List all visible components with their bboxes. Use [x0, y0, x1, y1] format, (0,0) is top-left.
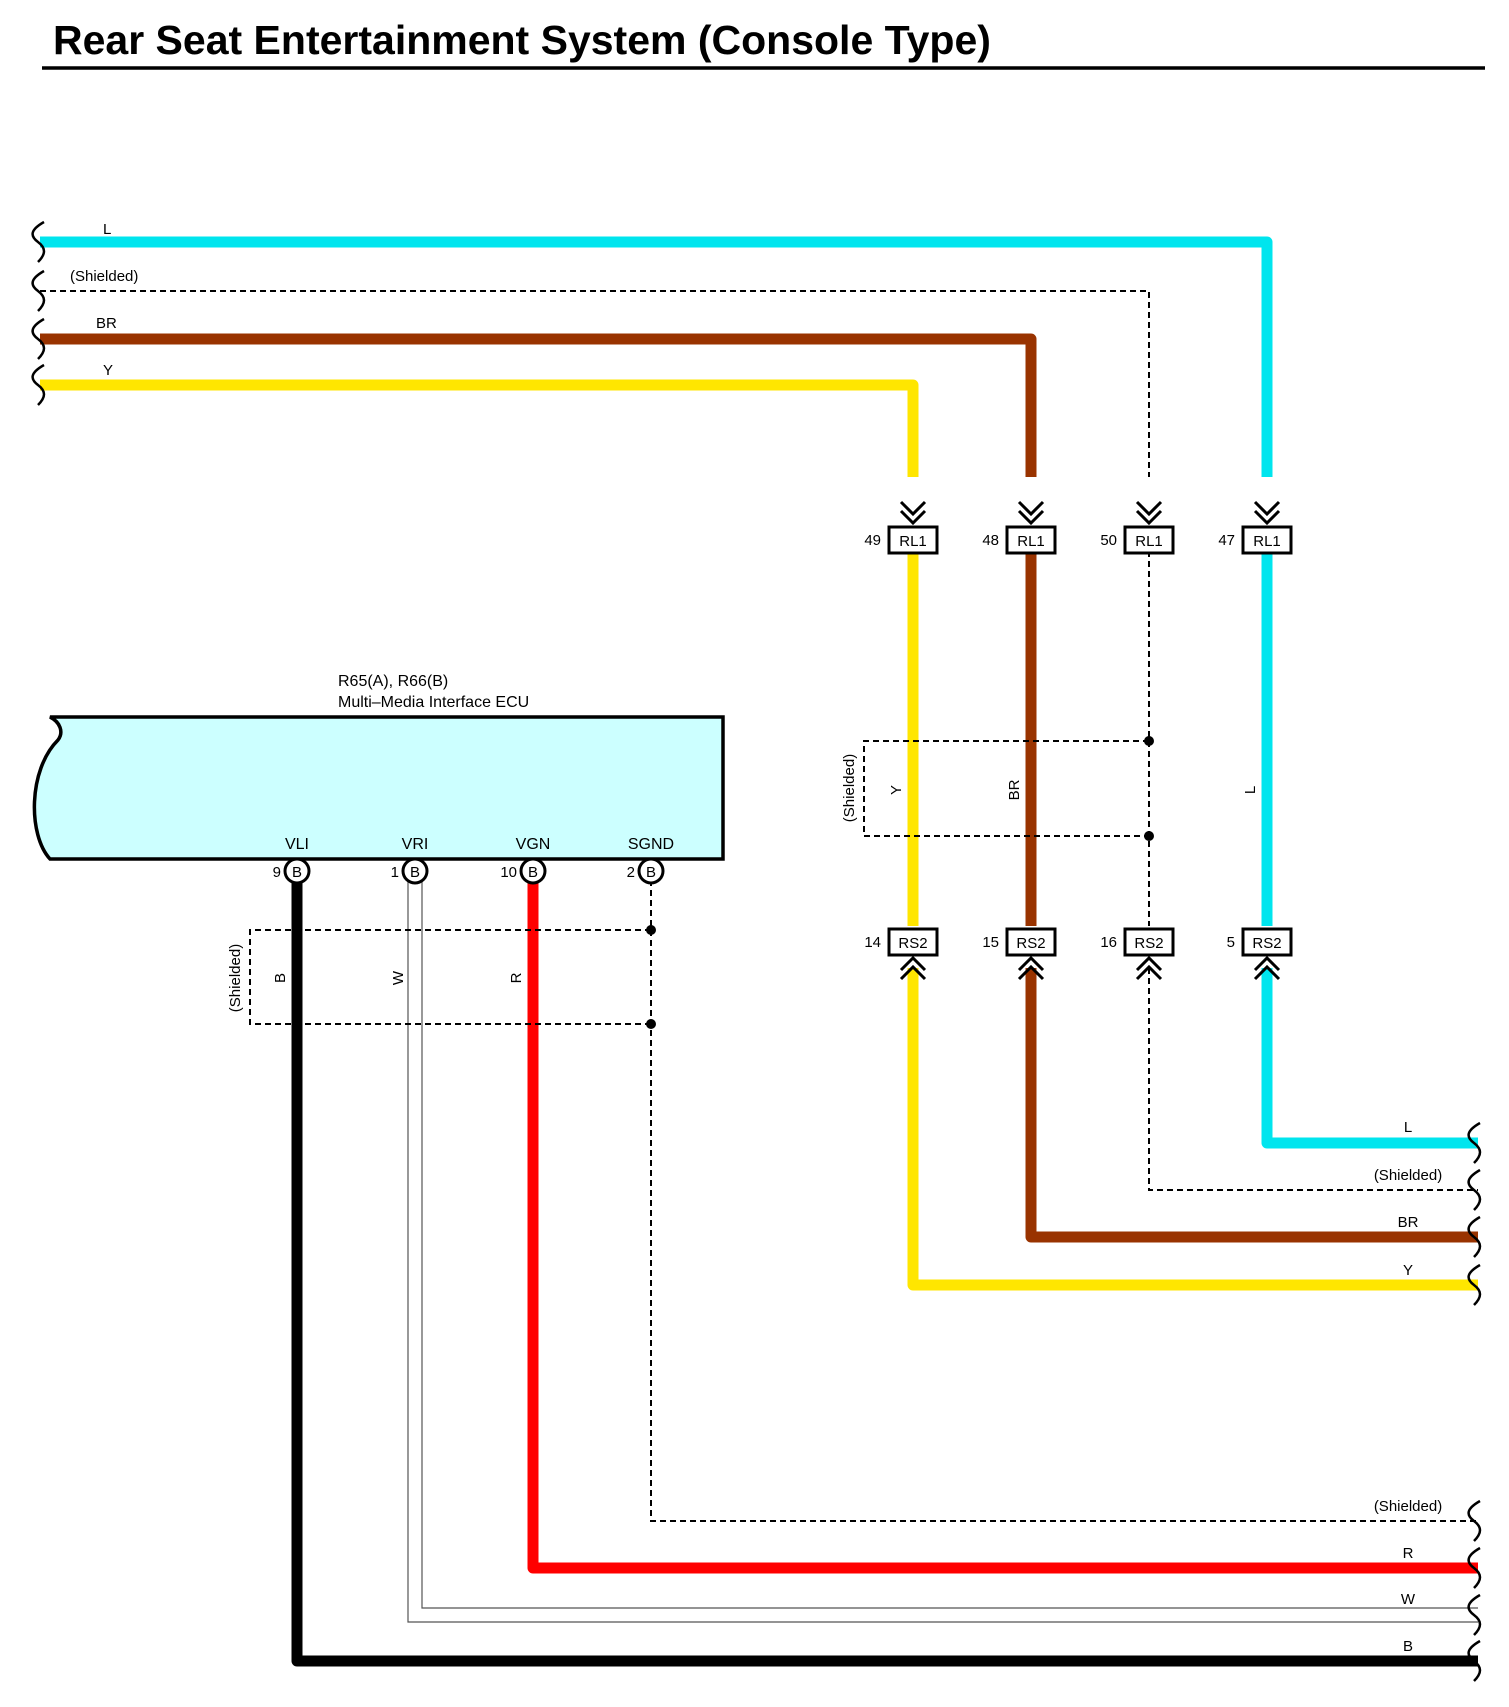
svg-text:RL1: RL1 — [1253, 533, 1281, 550]
wire-br-lower — [1025, 968, 1478, 1243]
rl1-pin: 48 — [982, 532, 999, 549]
ecu-pin: 9 — [273, 864, 281, 881]
rl1-pin: 49 — [864, 532, 881, 549]
ecu-conn-b: B — [410, 864, 420, 881]
wire-y-lower — [907, 968, 1478, 1291]
ecu-shield-label: (Shielded) — [227, 944, 244, 1012]
wire-w-ecu-inner — [421, 880, 1478, 1609]
mid-shield-wire-l: L — [1242, 786, 1259, 794]
wire-label-r-bottom: R — [1403, 1545, 1414, 1562]
wire-label-y-right: Y — [1403, 1262, 1413, 1279]
ecu-terminal-circles: B 9 B 1 B 10 B 2 — [273, 857, 665, 885]
ecu-terminal-vgn: VGN — [516, 836, 551, 853]
wire-label-l-top: L — [103, 221, 111, 238]
ecu-shield-wire-r: R — [508, 972, 525, 983]
wire-l-lower — [1261, 968, 1478, 1149]
rl1-chevrons — [899, 500, 1281, 526]
wire-label-shielded-bottom: (Shielded) — [1374, 1498, 1442, 1515]
ecu-name: Multi–Media Interface ECU — [338, 694, 529, 711]
wire-label-br-right: BR — [1398, 1214, 1419, 1231]
svg-text:RS2: RS2 — [1016, 935, 1045, 952]
rs2-connector-5: RS2 5 — [1227, 927, 1293, 957]
ecu-conn-b: B — [646, 864, 656, 881]
wire-shielded-top — [40, 290, 1150, 477]
mid-shield-label: (Shielded) — [841, 754, 858, 822]
rs2-connector-14: RS2 14 — [864, 927, 939, 957]
wire-l-top — [40, 236, 1273, 477]
right-break-marks-upper — [1467, 1121, 1482, 1306]
wire-w-ecu-outer — [407, 880, 1478, 1623]
wire-r-ecu — [527, 880, 1478, 1574]
rs2-connector-15: RS2 15 — [982, 927, 1057, 957]
page-title: Rear Seat Entertainment System (Console … — [53, 17, 991, 63]
ecu-code: R65(A), R66(B) — [338, 673, 448, 690]
wire-b-ecu — [291, 880, 1478, 1667]
mid-shield-wire-br: BR — [1006, 779, 1023, 800]
wire-label-l-right: L — [1404, 1119, 1412, 1136]
wire-label-shielded-right: (Shielded) — [1374, 1167, 1442, 1184]
rs2-pin: 16 — [1100, 934, 1117, 951]
wire-label-shielded-top: (Shielded) — [70, 268, 138, 285]
wire-label-y-top: Y — [103, 362, 113, 379]
rs2-pin: 15 — [982, 934, 999, 951]
rs2-pin: 14 — [864, 934, 881, 951]
rl1-connector-48: RL1 48 — [982, 525, 1057, 555]
wire-shielded-ecu — [650, 880, 1478, 1522]
svg-text:RS2: RS2 — [898, 935, 927, 952]
ecu-terminal-sgnd: SGND — [628, 836, 674, 853]
svg-text:RS2: RS2 — [1252, 935, 1281, 952]
ecu-terminal-vli: VLI — [285, 836, 309, 853]
ecu-terminal-vri: VRI — [402, 836, 429, 853]
rs2-chevrons — [899, 955, 1281, 981]
wire-label-w-bottom: W — [1401, 1591, 1416, 1608]
rl1-pin: 50 — [1100, 532, 1117, 549]
rl1-pin: 47 — [1218, 532, 1235, 549]
left-break-marks — [31, 220, 46, 406]
ecu-block: R65(A), R66(B) Multi–Media Interface ECU… — [32, 673, 725, 861]
svg-text:RL1: RL1 — [1135, 533, 1163, 550]
ecu-conn-b: B — [528, 864, 538, 881]
wire-y-top — [40, 379, 919, 477]
mid-shield-box: (Shielded) Y BR L — [841, 736, 1259, 841]
wire-br-top — [40, 333, 1037, 477]
mid-shield-wire-y: Y — [888, 785, 905, 795]
rl1-connector-50: RL1 50 — [1100, 525, 1175, 555]
ecu-conn-b: B — [292, 864, 302, 881]
rl1-connector-49: RL1 49 — [864, 525, 939, 555]
ecu-pin: 2 — [627, 864, 635, 881]
rs2-connector-16: RS2 16 — [1100, 927, 1175, 957]
ecu-pin: 10 — [500, 864, 517, 881]
wire-label-b-bottom: B — [1403, 1638, 1413, 1655]
rs2-pin: 5 — [1227, 934, 1235, 951]
rl1-connector-47: RL1 47 — [1218, 525, 1293, 555]
svg-text:RL1: RL1 — [899, 533, 927, 550]
ecu-pin: 1 — [391, 864, 399, 881]
wire-label-br-top: BR — [96, 315, 117, 332]
wire-shielded-lower — [1148, 968, 1478, 1191]
right-break-marks-lower — [1467, 1499, 1482, 1682]
ecu-shield-box: (Shielded) B W R — [227, 925, 656, 1029]
ecu-shield-wire-w: W — [390, 970, 407, 985]
ecu-shield-wire-b: B — [272, 973, 289, 983]
svg-text:RS2: RS2 — [1134, 935, 1163, 952]
svg-text:RL1: RL1 — [1017, 533, 1045, 550]
